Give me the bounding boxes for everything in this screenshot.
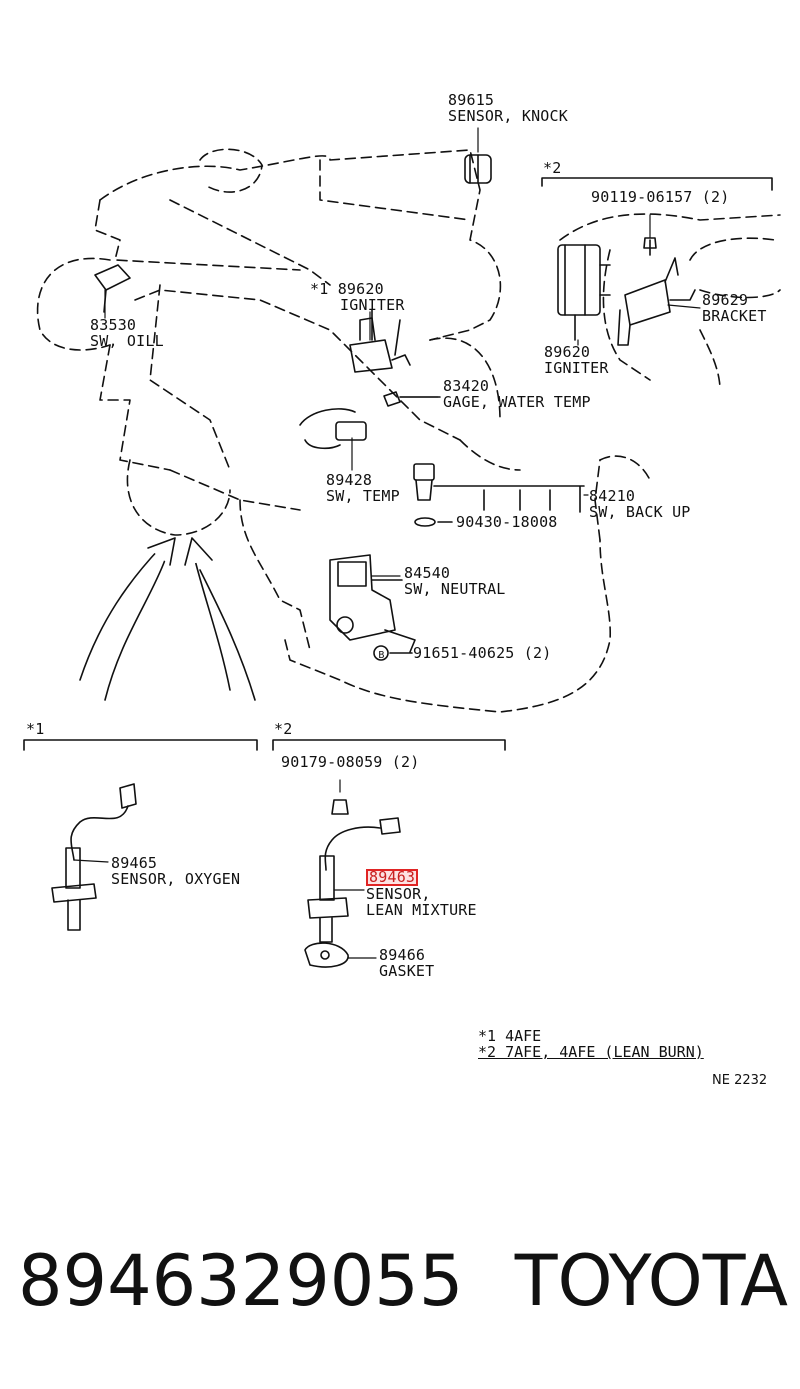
group-marker: *1 [310,280,329,298]
part-number: 89629 [702,291,749,309]
bolt-b-circle [373,645,389,661]
part-number: 89620 [544,343,591,361]
label-knock-sensor: 89615 SENSOR, KNOCK [448,92,568,124]
engine-outline [36,148,651,713]
label-nut-90179: 90179-08059 (2) [281,754,419,770]
part-name: IGNITER [544,359,609,377]
label-neutral-switch: 84540 SW, NEUTRAL [404,565,506,597]
igniter2-shape [557,244,611,341]
gasket-shape [304,942,349,968]
arrow-left-a [79,547,161,681]
part-name: SENSOR, KNOCK [448,107,568,125]
group-bracket-top-right [541,177,773,191]
part-name: GASKET [379,962,435,980]
part-number: 89620 [337,280,384,298]
part-number: 83530 [90,316,137,334]
label-igniter-main: *1 89620 IGNITER [310,281,405,313]
highlighted-part-number[interactable]: 89463 [366,869,419,886]
part-number: 89466 [379,946,426,964]
part-number: 84540 [404,564,451,582]
part-number: 89615 [448,91,495,109]
neutral-switch-shape [329,554,416,653]
part-number: 90179-08059 [281,753,383,771]
label-bracket: 89629 BRACKET [702,292,767,324]
group-marker-top-right: *2 [543,159,562,177]
label-gasket: 89466 GASKET [379,947,434,979]
lean-sensor-shape [307,799,401,943]
part-name: BRACKET [702,307,767,325]
igniter-shape [349,309,411,373]
part-name: SW, BACK UP [589,503,691,521]
right-group-outline [559,213,781,391]
bracket-shape [617,239,696,346]
knock-sensor-shape [464,154,492,184]
group-bracket-low-1 [23,739,258,751]
part-number: 91651-40625 [413,644,515,662]
label-washer: 90430-18008 [456,514,558,530]
group-bracket-low-2 [272,739,506,751]
oil-switch-shape [94,264,131,313]
temp-switch-shape [299,408,367,450]
arrow-left-b [104,559,166,701]
part-name: SW, TEMP [326,487,400,505]
bolt-b-marker: B [378,650,385,661]
part-number: 89428 [326,471,373,489]
part-name: SENSOR, [366,885,431,903]
label-oxygen-sensor: 89465 SENSOR, OXYGEN [111,855,240,887]
part-name: SW, NEUTRAL [404,580,506,598]
group-marker-low-1: *1 [26,720,45,738]
group-marker-low-2: *2 [274,720,293,738]
part-number: 90430-18008 [456,513,558,531]
part-name: LEAN MIXTURE [366,901,477,919]
legend: *1 4AFE *2 7AFE, 4AFE (LEAN BURN) [478,1028,704,1060]
legend-line-1: *1 4AFE [478,1027,542,1045]
label-igniter-2: 89620 IGNITER [544,344,609,376]
part-name: GAGE, WATER TEMP [443,393,591,411]
part-number: 90119-06157 [591,188,693,206]
label-backup-switch: 84210 SW, BACK UP [589,488,691,520]
quantity: (2) [701,188,730,206]
part-name: SENSOR, OXYGEN [111,870,241,888]
part-number: 83420 [443,377,490,395]
part-name: SW, OILL [90,332,164,350]
label-screw-90119: 90119-06157 (2) [591,189,729,205]
screw-90119-shape [643,237,657,249]
arrow-right-a [194,559,231,691]
quantity: (2) [391,753,420,771]
oxygen-sensor-shape [51,783,137,931]
part-name: IGNITER [340,296,405,314]
label-water-temp-gage: 83420 GAGE, WATER TEMP [443,378,591,410]
part-number: 84210 [589,487,636,505]
part-number: 89465 [111,854,158,872]
footer-brand: TOYOTA [514,1240,788,1322]
backup-switch-shape [413,463,585,527]
legend-line-2: *2 7AFE, 4AFE (LEAN BURN) [478,1043,704,1061]
label-bolt: B 91651-40625 (2) [376,645,551,664]
leader-lines [73,127,701,959]
label-lean-mixture-sensor[interactable]: 89463 SENSOR, LEAN MIXTURE [366,869,477,918]
quantity: (2) [523,644,552,662]
diagram-code: NE 2232 [712,1073,768,1088]
arrow-right-b [199,569,256,701]
footer: 8946329055 TOYOTA [18,1236,788,1326]
water-temp-gage-shape [383,391,441,407]
footer-part-number: 8946329055 [18,1240,464,1322]
label-temp-switch: 89428 SW, TEMP [326,472,400,504]
label-oil-switch: 83530 SW, OILL [90,317,164,349]
